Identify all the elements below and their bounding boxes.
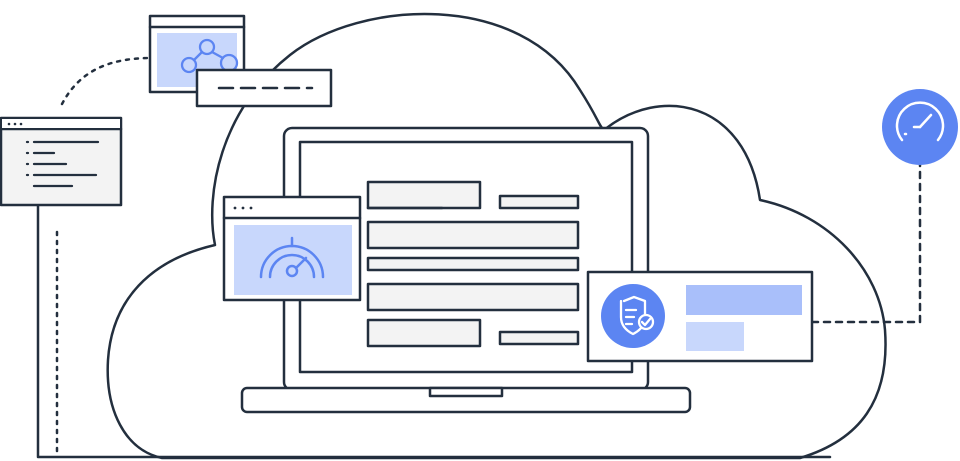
content-block (498, 330, 580, 346)
dotted-connector-arc (60, 56, 154, 106)
shield-check-icon (619, 295, 655, 336)
code-window-icon (0, 116, 123, 207)
code-lines (25, 140, 100, 188)
content-block (366, 256, 580, 272)
security-card (586, 270, 814, 363)
gauge-badge-icon (882, 89, 958, 165)
speedometer-window (222, 195, 362, 302)
speedometer-icon (259, 236, 325, 279)
label-box (195, 68, 333, 108)
dotted-connector-right (810, 163, 922, 324)
window-dot (13, 122, 17, 126)
laptop-notch (428, 386, 504, 398)
window-dot (249, 206, 253, 210)
window-dot (233, 206, 237, 210)
content-block (498, 194, 580, 210)
content-block (366, 318, 482, 348)
content-block (366, 282, 580, 312)
card-bar (686, 285, 802, 315)
card-bar (686, 322, 744, 351)
ground-line (36, 203, 832, 459)
screen-content (366, 180, 580, 348)
window-dot (19, 122, 23, 126)
content-block (366, 180, 482, 210)
content-block (366, 220, 580, 250)
window-dot (7, 122, 11, 126)
window-dot (241, 206, 245, 210)
